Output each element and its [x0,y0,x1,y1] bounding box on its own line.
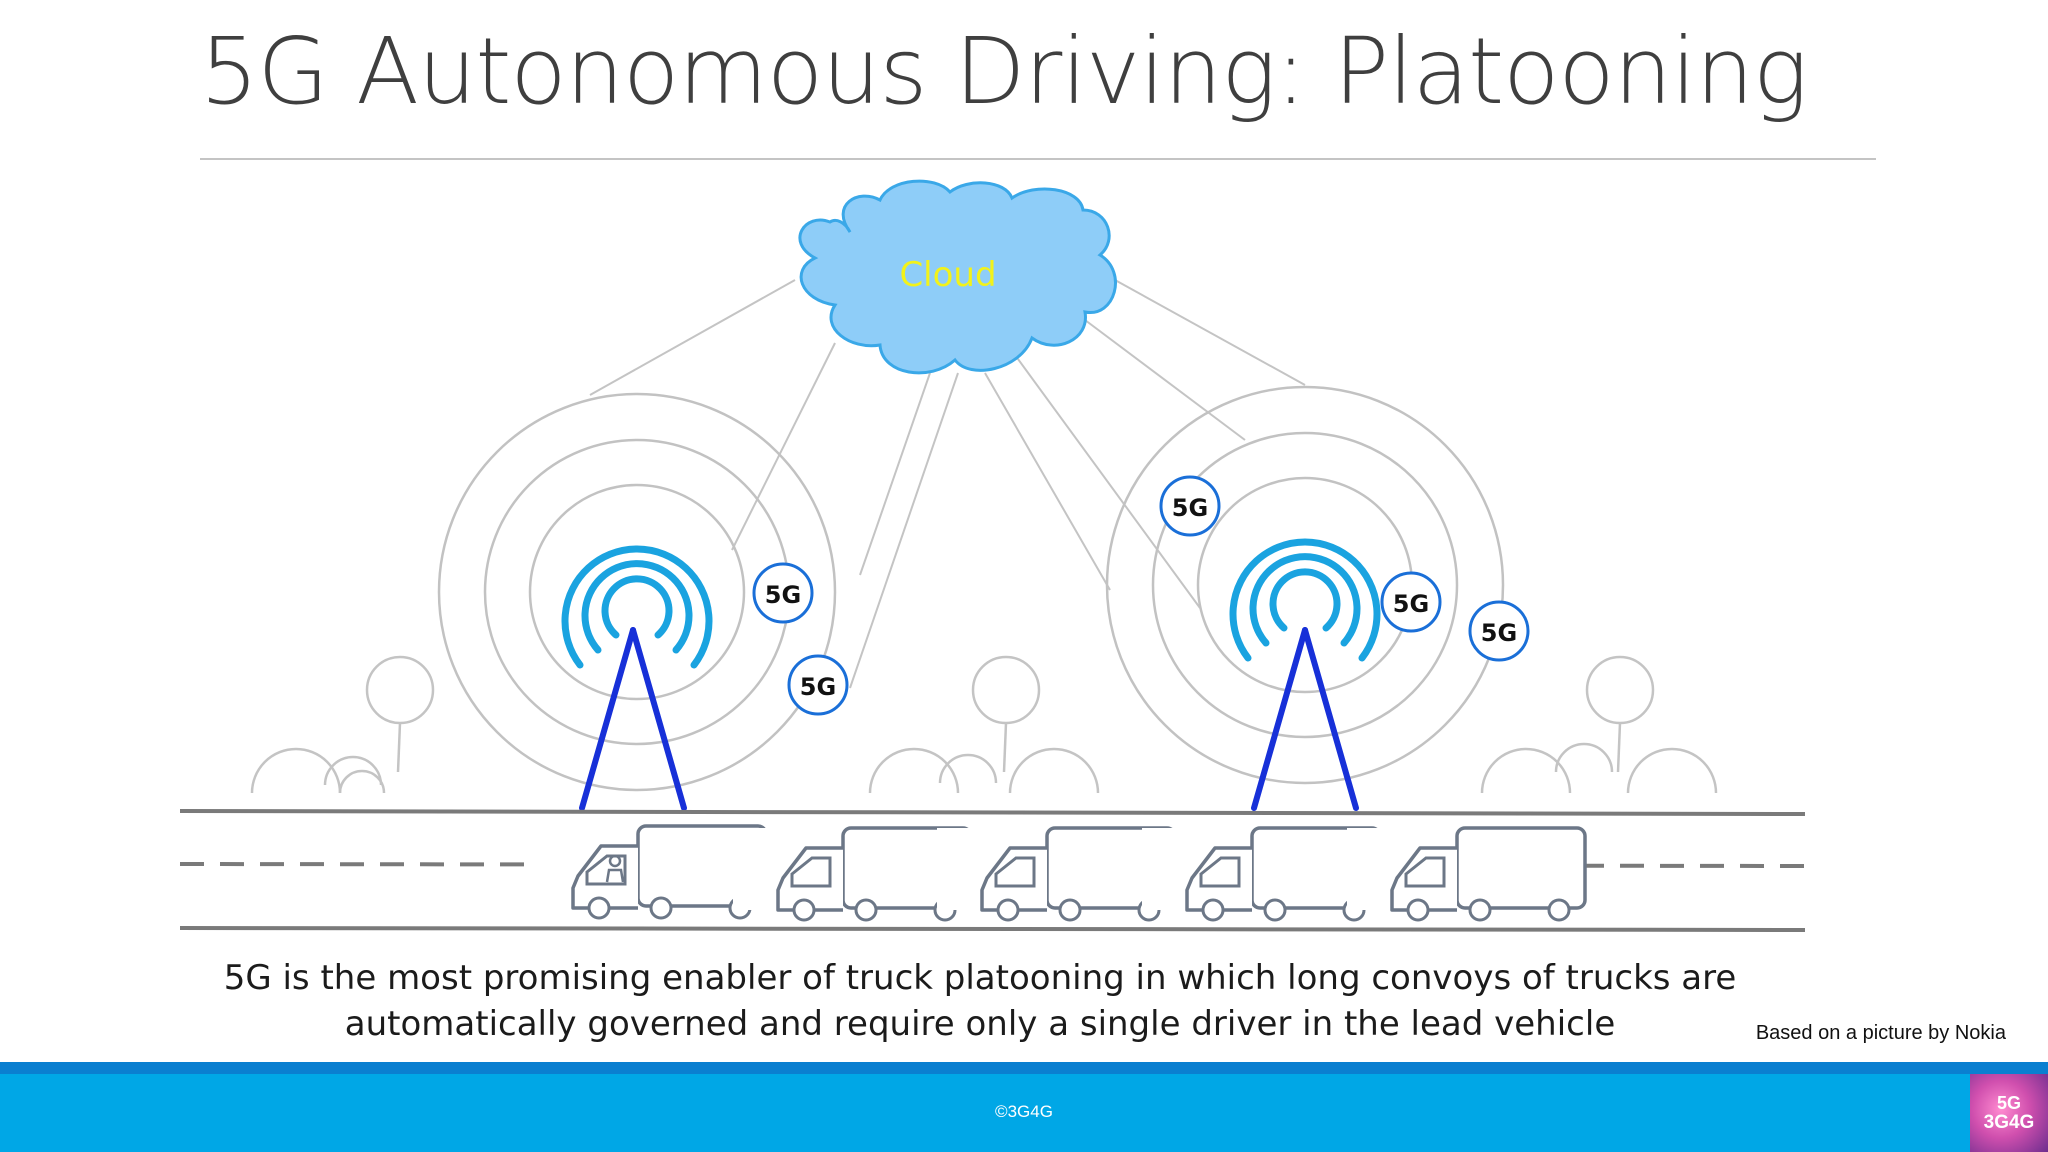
footer-accent-bar [0,1062,2048,1074]
svg-text:5G: 5G [1481,619,1517,647]
cloud-connection-lines [589,279,1306,689]
title-divider [200,158,1876,160]
source-note: Based on a picture by Nokia [1755,1022,2006,1044]
5g-badge: 5G [787,654,849,716]
lead-truck-icon [526,824,768,920]
tree-icon [250,655,435,794]
truck-icon [1140,826,1382,922]
brand-logo-line-2: 3G4G [1983,1112,2035,1133]
cloud-label: Cloud [899,255,996,295]
svg-text:5G: 5G [800,673,836,701]
svg-text:5G: 5G [1172,494,1208,522]
brand-logo-line-1: 5G [1996,1093,2021,1113]
truck-icon [731,826,973,922]
caption-line-1: 5G is the most promising enabler of truc… [223,958,1737,998]
cell-tower-icon [1229,538,1381,811]
coverage-rings-right [1105,385,1505,785]
caption: 5G is the most promising enabler of truc… [180,955,1780,1047]
tree-icon [868,655,1100,794]
slide-title: 5G Autonomous Driving: Platooning [200,18,1808,125]
cell-tower-icon [561,545,713,811]
truck-icon [1345,826,1587,922]
svg-text:5G: 5G [1393,590,1429,618]
svg-text:5G: 5G [765,581,801,609]
5g-badge: 5G [752,562,814,624]
5g-badge: 5G [1380,571,1442,633]
brand-logo: 5G 3G4G [1970,1074,2048,1152]
tree-icon [1480,655,1718,794]
caption-line-2: automatically governed and require only … [344,1004,1616,1044]
5g-badge: 5G [1159,475,1221,537]
truck-icon [935,826,1177,922]
copyright-text: ©3G4G [995,1102,1053,1121]
footer-bar: ©3G4G 5G 3G4G [0,1074,2048,1152]
cloud-icon: Cloud [798,179,1117,375]
5g-badge: 5G [1468,600,1530,662]
